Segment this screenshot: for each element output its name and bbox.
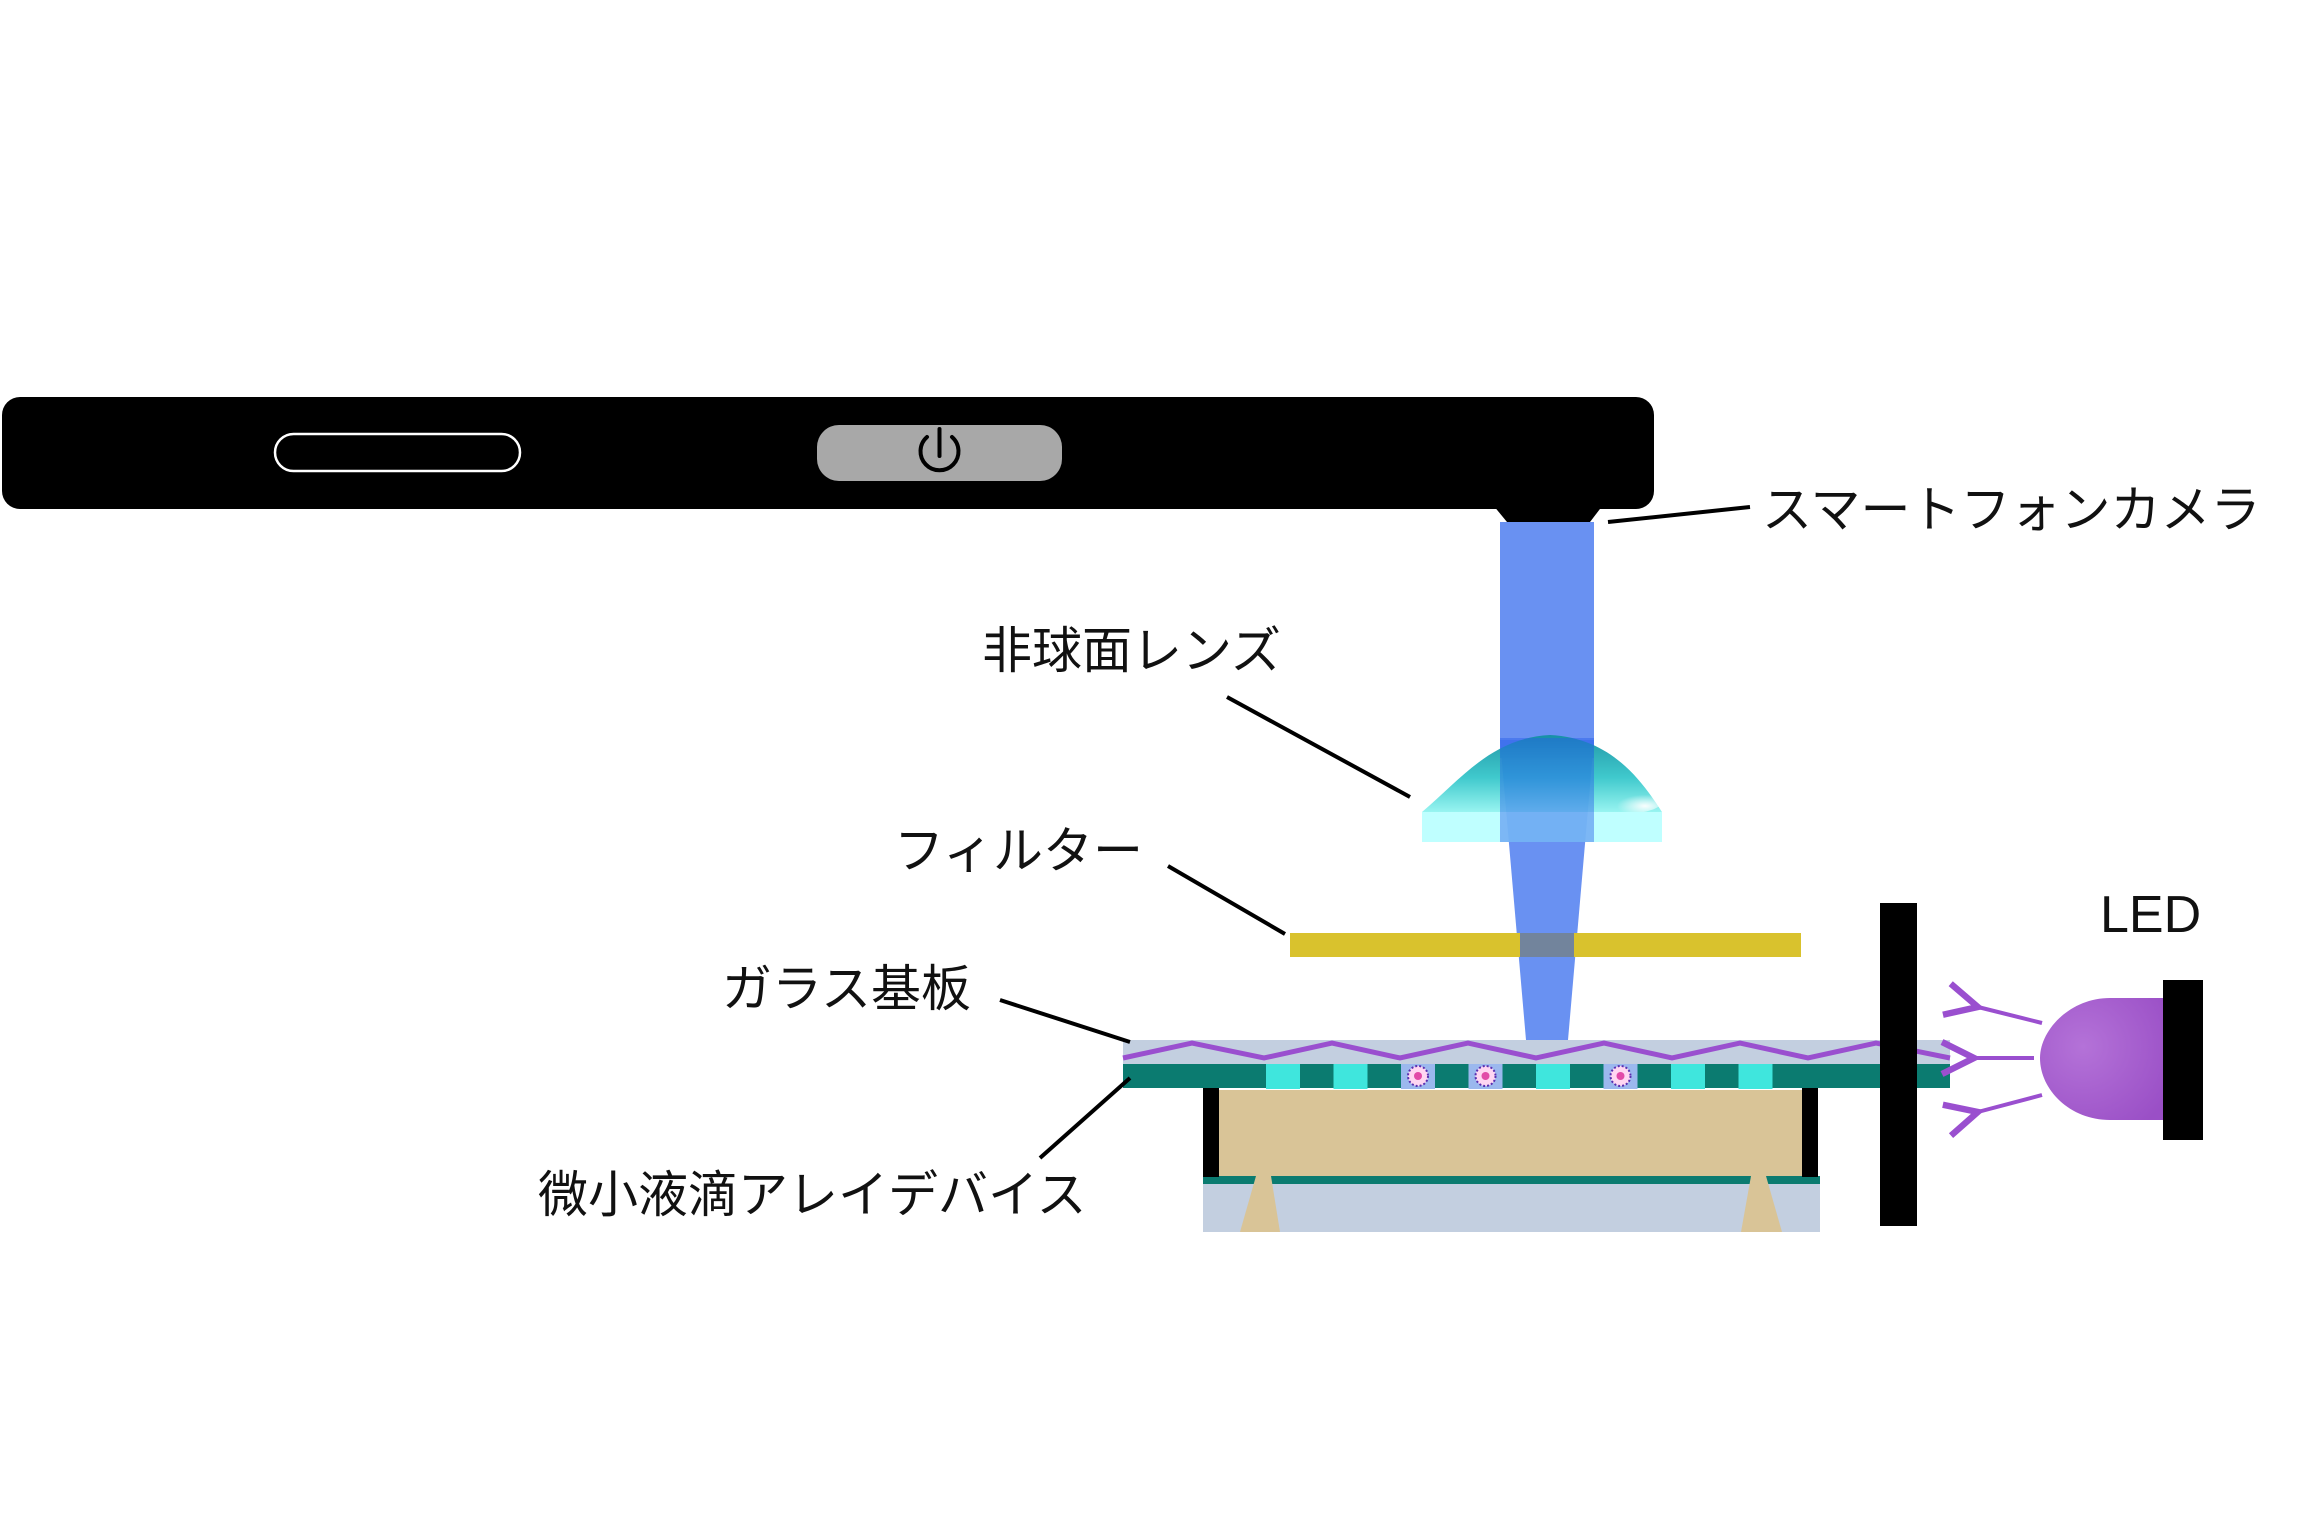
- power-icon: [918, 427, 961, 473]
- led-base: [2163, 980, 2203, 1140]
- target-particle-core: [1481, 1072, 1490, 1080]
- aspheric-lens: [1422, 735, 1665, 842]
- target-particle-core: [1414, 1072, 1422, 1080]
- droplet: [1671, 1063, 1705, 1089]
- label-lens: 非球面レンズ: [982, 622, 1281, 680]
- leader-lines: [999, 505, 1751, 1160]
- lens-base: [1422, 812, 1662, 842]
- leader-camera: [1607, 505, 1751, 524]
- light-wave-in-glass: [1122, 1040, 1951, 1061]
- led-ray-3: [1974, 1093, 2043, 1113]
- target-particle-core: [1616, 1072, 1625, 1080]
- label-glass: ガラス基板: [722, 960, 971, 1018]
- led-body: [2040, 998, 2163, 1120]
- droplet: [1266, 1063, 1300, 1089]
- support-leg-left: [1240, 1176, 1280, 1232]
- leader-glass: [999, 998, 1131, 1044]
- aperture-bar: [1880, 903, 1917, 1226]
- led: [1970, 980, 2203, 1140]
- microdroplet-device: [1122, 1040, 1951, 1232]
- lens-beam-overlay: [1500, 738, 1594, 842]
- label-led: LED: [2100, 886, 2201, 944]
- chamber-wall-right: [1802, 1085, 1818, 1177]
- led-ray-1: [1974, 1006, 2043, 1025]
- leader-lens: [1226, 695, 1411, 799]
- beam-upper: [1500, 522, 1594, 758]
- label-device: 微小液滴アレイデバイス: [538, 1166, 1087, 1224]
- lens-highlight: [1585, 782, 1665, 814]
- droplet: [1536, 1063, 1570, 1089]
- droplet: [1738, 1063, 1773, 1089]
- leader-filter: [1166, 864, 1287, 936]
- droplet-array: [1266, 1063, 1773, 1089]
- leader-device: [1038, 1076, 1132, 1160]
- camera-module: [1493, 505, 1603, 522]
- base-teal-strip: [1203, 1176, 1820, 1184]
- label-filter: フィルター: [894, 822, 1143, 880]
- label-camera: スマートフォンカメラ: [1762, 481, 2261, 539]
- volume-button: [273, 432, 522, 473]
- chamber-wall-left: [1203, 1085, 1219, 1177]
- base-plate: [1203, 1180, 1820, 1232]
- filter-beam-overlay: [1520, 933, 1574, 957]
- support-leg-right: [1741, 1176, 1782, 1232]
- droplet: [1333, 1063, 1368, 1089]
- chamber: [1219, 1090, 1802, 1176]
- smartphone: [2, 397, 1654, 522]
